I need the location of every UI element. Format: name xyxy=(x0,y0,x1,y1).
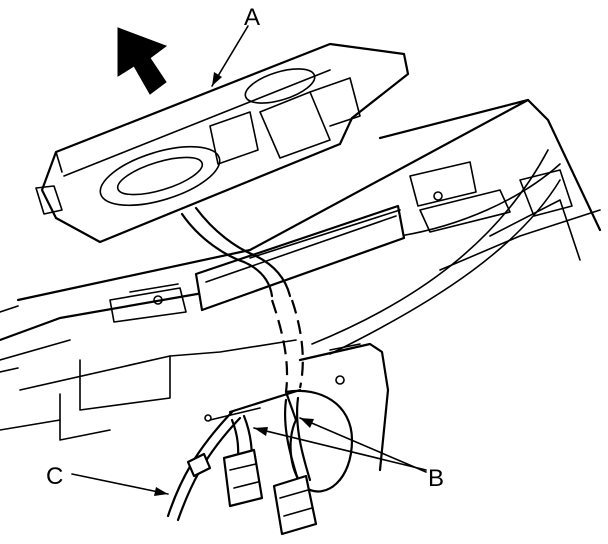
cable-c xyxy=(166,410,242,522)
leader-lines xyxy=(71,25,427,496)
callout-b: B xyxy=(428,465,445,492)
direction-arrow xyxy=(117,27,168,95)
callout-c: C xyxy=(46,463,64,490)
body-panel xyxy=(0,67,602,472)
harness-connectors xyxy=(222,388,354,536)
callout-a: A xyxy=(244,4,261,31)
speaker-assembly xyxy=(35,42,410,244)
mounting-opening xyxy=(194,204,406,312)
speaker-cable xyxy=(180,206,304,393)
